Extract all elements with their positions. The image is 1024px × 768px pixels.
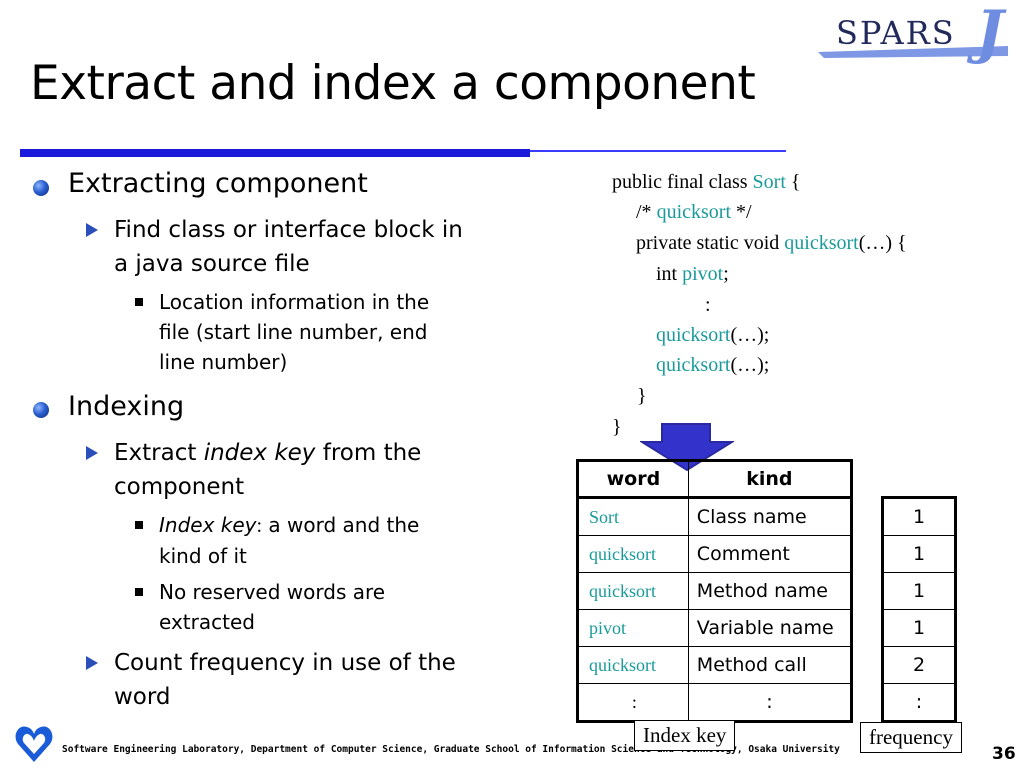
index-table: word kind Sort Class name quicksort Comm… [576, 459, 853, 723]
table-row: 1 [882, 497, 956, 536]
cell-kind: Class name [687, 497, 853, 536]
table-row: Sort Class name [577, 497, 853, 536]
bullet-extracting: Extracting component [68, 168, 368, 199]
footer-text: Software Engineering Laboratory, Departm… [62, 744, 840, 755]
bullet-square-icon [135, 588, 143, 596]
sub-bullet-find: Find class or interface block in a java … [114, 217, 463, 277]
cell-kind: Variable name [687, 609, 853, 647]
bullet-indexing: Indexing [68, 391, 185, 422]
cell-frequency: 1 [882, 609, 956, 647]
code-line-3: private static void quicksort(…) { [636, 232, 907, 254]
cell-word: quicksort [577, 535, 689, 573]
page-number: 36 [992, 744, 1016, 764]
code-line-7: quicksort(…); [656, 354, 770, 376]
cell-frequency: 1 [882, 572, 956, 610]
down-arrow-icon [640, 423, 734, 472]
cell-word: quicksort [577, 646, 689, 684]
cell-frequency: : [882, 683, 956, 722]
table-row: quicksort Comment [577, 535, 853, 573]
cell-kind: Method call [687, 646, 853, 684]
code-line-1: public final class Sort { [612, 171, 801, 193]
code-line-4: int pivot; [656, 263, 729, 285]
cell-word: Sort [577, 497, 689, 536]
table-header-row: word kind [577, 460, 853, 499]
cell-kind: Method name [687, 572, 853, 610]
cell-kind: : [687, 683, 853, 722]
table-row: 1 [882, 535, 956, 573]
cell-word: quicksort [577, 572, 689, 610]
sub-bullet-location: Location information in the file (start … [159, 290, 430, 374]
spars-logo [818, 46, 1008, 58]
code-line-8: } [637, 385, 647, 407]
table-row: 1 [882, 609, 956, 647]
logo-text: SPARS [836, 14, 956, 52]
cell-frequency: 1 [882, 497, 956, 536]
sub-bullet-reserved: No reserved words are extracted [159, 580, 386, 634]
cell-frequency: 2 [882, 646, 956, 684]
table-row: : : [577, 683, 853, 722]
bullet-square-icon [135, 521, 143, 529]
bullet-arrow-icon [86, 446, 98, 460]
frequency-table: 1 1 1 1 2 : [881, 496, 957, 723]
table-row: quicksort Method call [577, 646, 853, 684]
table-row: 1 [882, 572, 956, 610]
logo-mark: J [976, 0, 1004, 66]
bullet-square-icon [135, 298, 143, 306]
table-row: pivot Variable name [577, 609, 853, 647]
callout-index-key: Index key [634, 720, 736, 751]
sub-bullet-extract: Extract index key from the component [114, 440, 422, 500]
slide-title: Extract and index a component [30, 56, 756, 111]
callout-frequency: frequency [860, 722, 962, 753]
code-line-6: quicksort(…); [656, 324, 770, 346]
bullet-arrow-icon [86, 656, 98, 670]
table-row: : [882, 683, 956, 722]
cell-word: pivot [577, 609, 689, 647]
title-rule-thin [530, 150, 786, 152]
title-rule [20, 149, 530, 157]
header-word: word [577, 460, 689, 499]
cell-frequency: 1 [882, 535, 956, 573]
cell-word: : [577, 683, 689, 722]
table-row: quicksort Method name [577, 572, 853, 610]
sub-bullet-index-key: Index key: a word and the kind of it [159, 513, 420, 568]
cell-kind: Comment [687, 535, 853, 573]
code-line-9: } [612, 416, 622, 438]
bullet-dot-icon [33, 402, 49, 418]
university-logo-icon [15, 726, 53, 762]
bullet-dot-icon [33, 180, 49, 196]
code-line-2: /* quicksort */ [636, 201, 752, 223]
table-row: 2 [882, 646, 956, 684]
code-line-5: : [705, 294, 711, 316]
bullet-arrow-icon [86, 223, 98, 237]
sub-bullet-count: Count frequency in use of the word [114, 650, 456, 710]
header-kind: kind [687, 460, 853, 499]
